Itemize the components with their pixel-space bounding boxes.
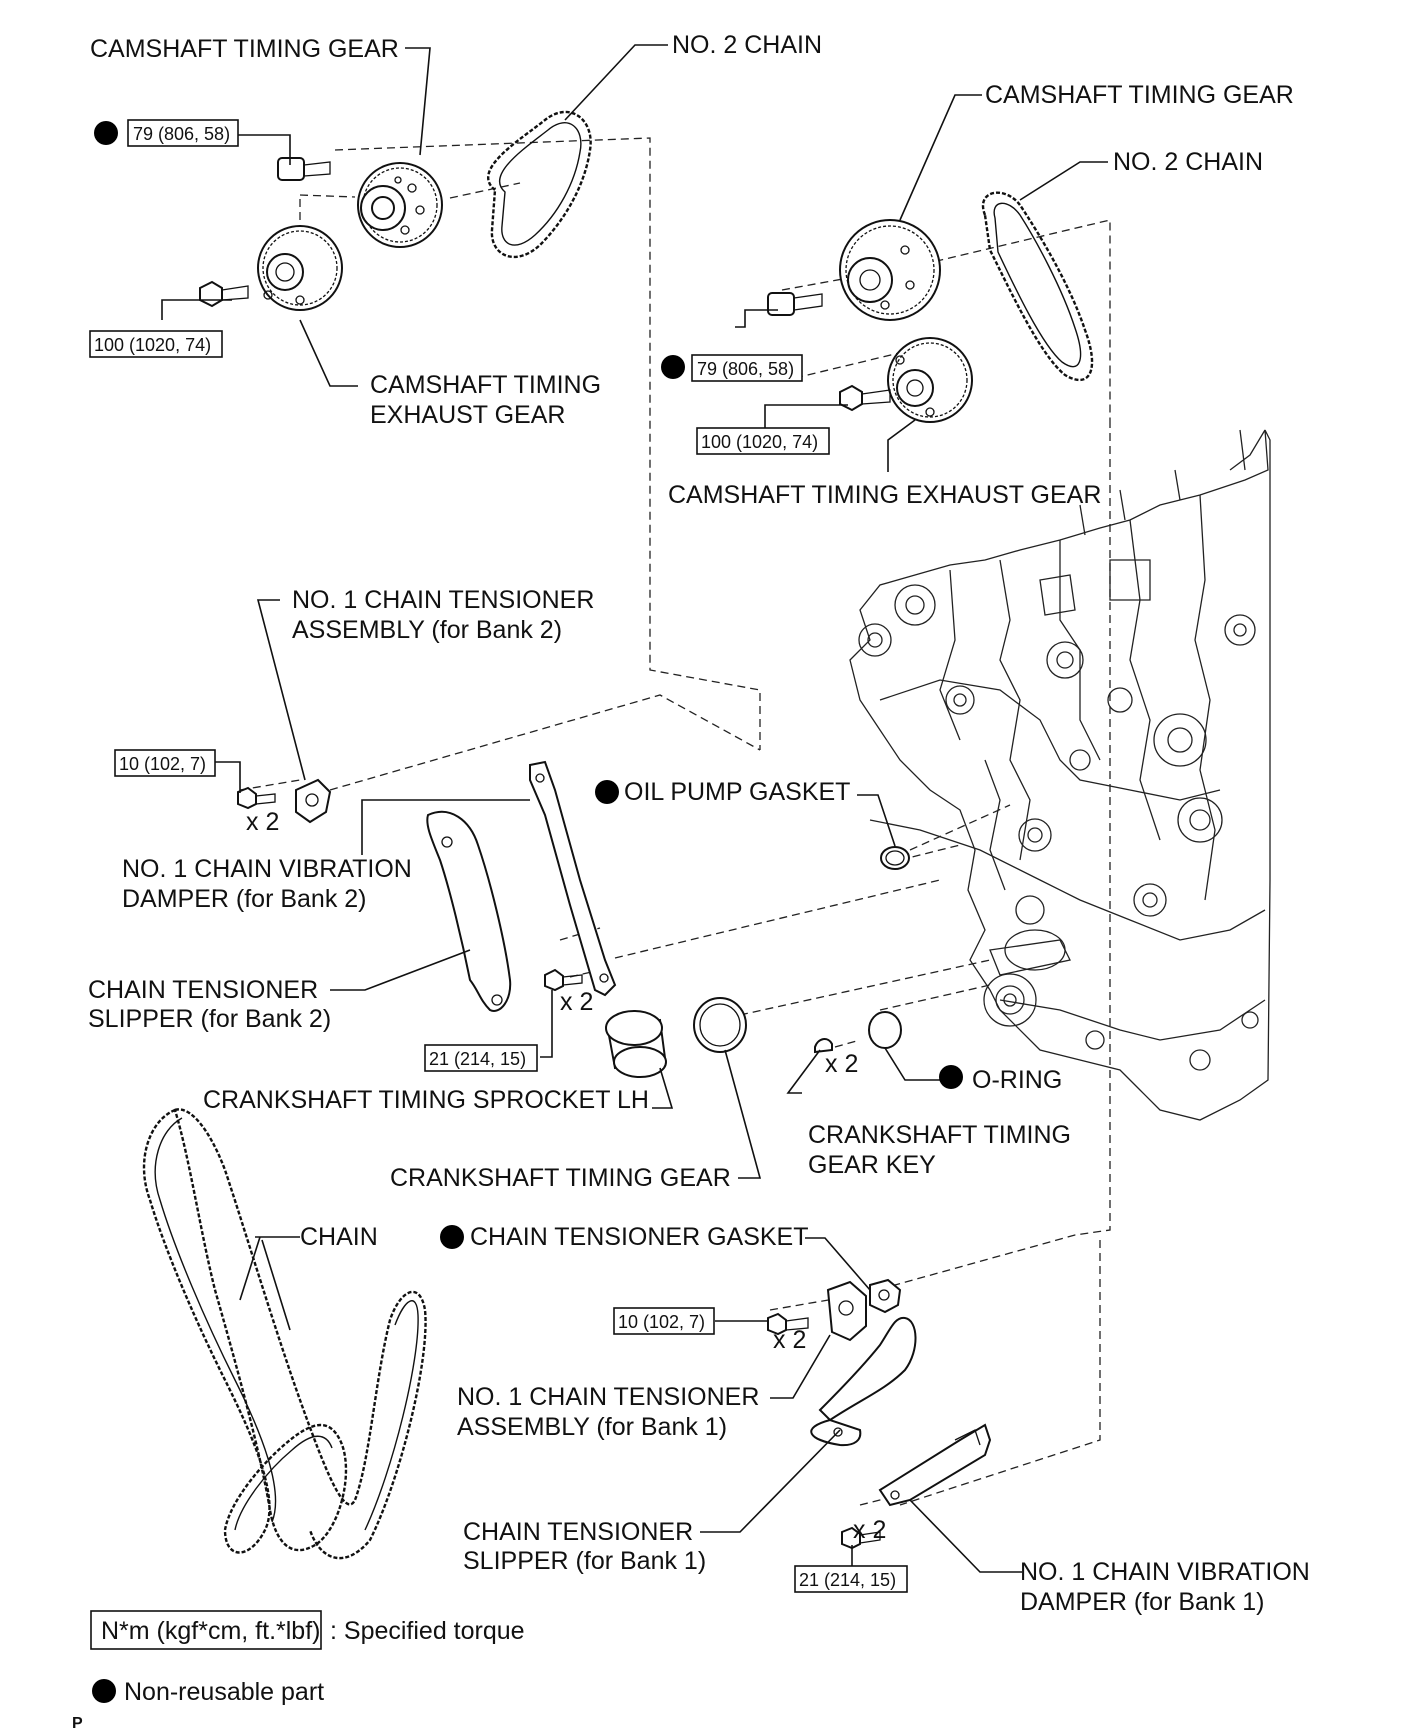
torque-box-exhaust-bolt-2: 100 (1020, 74) xyxy=(696,427,830,455)
quantity-marks: x 2 x 2 x 2 x 2 x 2 xyxy=(246,808,886,1544)
label-crankshaft-sprocket-lh: CRANKSHAFT TIMING SPROCKET LH xyxy=(203,1086,649,1114)
label-crank-key: CRANKSHAFT TIMING xyxy=(808,1121,1071,1149)
torque-box-tensioner-bank2: 10 (102, 7) xyxy=(114,749,216,777)
chain-vibration-damper-bank1 xyxy=(878,1423,992,1507)
crankshaft-timing-gear xyxy=(693,997,747,1053)
torque-callouts: 79 (806, 58) 100 (1020, 74) 79 (806, 58)… xyxy=(89,119,908,1593)
oil-pump-gasket xyxy=(880,846,910,870)
label-slipper-bank2: CHAIN TENSIONER xyxy=(88,976,318,1004)
non-reusable-dot xyxy=(939,1065,963,1089)
torque-value: 21 (214, 15) xyxy=(429,1049,526,1069)
footer-mark: P xyxy=(72,1715,83,1732)
camshaft-bolt-top-left xyxy=(277,157,331,181)
qty-damper-bank2: x 2 xyxy=(560,988,593,1016)
chain-tensioner-bank2 xyxy=(295,778,332,824)
non-reusable-dot xyxy=(94,121,118,145)
legend-torque-box-text: N*m (kgf*cm, ft.*lbf) xyxy=(101,1617,320,1645)
label-no2-chain-1: NO. 2 CHAIN xyxy=(672,31,822,59)
label-damper-bank2-line2: DAMPER (for Bank 2) xyxy=(122,885,367,913)
legend-nonreusable-text: Non-reusable part xyxy=(124,1678,324,1706)
torque-box-damper-bank2: 21 (214, 15) xyxy=(424,1044,538,1072)
legend: N*m (kgf*cm, ft.*lbf) : Specified torque… xyxy=(72,1610,525,1732)
label-camshaft-exhaust-gear-1: CAMSHAFT TIMING xyxy=(370,371,601,399)
torque-box-cam-bolt-2: 79 (806, 58) xyxy=(691,354,803,382)
label-damper-bank1: NO. 1 CHAIN VIBRATION xyxy=(1020,1558,1310,1586)
label-oil-pump-gasket: OIL PUMP GASKET xyxy=(624,778,850,806)
camshaft-timing-gear-top-right xyxy=(839,219,941,321)
label-no2-chain-2: NO. 2 CHAIN xyxy=(1113,148,1263,176)
torque-value: 79 (806, 58) xyxy=(133,124,230,144)
no2-chain-top-right xyxy=(981,191,1094,382)
crankshaft-timing-sprocket-lh xyxy=(605,1010,667,1078)
torque-value: 10 (102, 7) xyxy=(618,1312,705,1332)
label-tensioner-bank1-line2: ASSEMBLY (for Bank 1) xyxy=(457,1413,727,1441)
tensioner-bolt-bank2 xyxy=(237,786,276,810)
qty-crank-key: x 2 xyxy=(825,1050,858,1078)
chain-tensioner-slipper-bank2 xyxy=(426,810,512,1012)
exhaust-bolt-top-right xyxy=(839,384,891,412)
engine-block-illustration xyxy=(849,429,1271,1121)
non-reusable-dot xyxy=(440,1225,464,1249)
label-slipper-bank1-line2: SLIPPER (for Bank 1) xyxy=(463,1547,706,1575)
camshaft-bolt-top-right xyxy=(767,292,823,316)
torque-box-cam-bolt-1: 79 (806, 58) xyxy=(127,119,239,147)
qty-tensioner-bank2: x 2 xyxy=(246,808,279,836)
legend-torque-box xyxy=(90,1610,322,1650)
damper-bolt-bank2 xyxy=(544,968,583,992)
damper-bolt-bank1 xyxy=(841,1526,881,1550)
label-tensioner-bank2: NO. 1 CHAIN TENSIONER xyxy=(292,586,594,614)
non-reusable-dot xyxy=(661,355,685,379)
label-slipper-bank2-line2: SLIPPER (for Bank 2) xyxy=(88,1005,331,1033)
torque-value: 10 (102, 7) xyxy=(119,754,206,774)
non-reusable-dot xyxy=(595,780,619,804)
alignment-lines xyxy=(239,137,1111,1506)
o-ring xyxy=(868,1011,902,1049)
torque-value: 100 (1020, 74) xyxy=(701,432,818,452)
torque-value: 79 (806, 58) xyxy=(697,359,794,379)
label-camshaft-timing-gear-1: CAMSHAFT TIMING GEAR xyxy=(90,35,399,63)
no2-chain-top-left xyxy=(487,110,592,259)
camshaft-exhaust-gear-top-left xyxy=(257,225,343,311)
qty-tensioner-bank1: x 2 xyxy=(773,1326,806,1354)
chain-vibration-damper-bank2 xyxy=(529,760,617,997)
crankshaft-timing-gear-key xyxy=(814,1038,833,1054)
legend-torque-text: : Specified torque xyxy=(330,1617,525,1645)
label-camshaft-exhaust-gear-1-line2: EXHAUST GEAR xyxy=(370,401,565,429)
legend-non-reusable-dot xyxy=(92,1679,116,1703)
label-camshaft-exhaust-gear-2: CAMSHAFT TIMING EXHAUST GEAR xyxy=(668,481,1101,509)
chain-tensioner-slipper-bank1 xyxy=(810,1316,917,1447)
tensioner-bolt-bank1 xyxy=(767,1312,809,1336)
label-crankshaft-timing-gear: CRANKSHAFT TIMING GEAR xyxy=(390,1164,731,1192)
label-tensioner-gasket: CHAIN TENSIONER GASKET xyxy=(470,1223,809,1251)
label-damper-bank2: NO. 1 CHAIN VIBRATION xyxy=(122,855,412,883)
label-camshaft-timing-gear-2: CAMSHAFT TIMING GEAR xyxy=(985,81,1294,109)
camshaft-exhaust-gear-top-right xyxy=(887,337,973,423)
label-damper-bank1-line2: DAMPER (for Bank 1) xyxy=(1020,1588,1265,1616)
label-o-ring: O-RING xyxy=(972,1066,1062,1094)
label-tensioner-bank2-line2: ASSEMBLY (for Bank 2) xyxy=(292,616,562,644)
torque-value: 100 (1020, 74) xyxy=(94,335,211,355)
part-labels: CAMSHAFT TIMING GEAR NO. 2 CHAIN CAMSHAF… xyxy=(88,31,1310,1616)
label-slipper-bank1: CHAIN TENSIONER xyxy=(463,1518,693,1546)
qty-damper-bank1: x 2 xyxy=(853,1516,886,1544)
non-reusable-markers xyxy=(94,121,963,1249)
camshaft-timing-gear-top-left xyxy=(357,162,443,248)
label-chain: CHAIN xyxy=(300,1223,378,1251)
chain-tensioner-bank1 xyxy=(826,1280,867,1342)
torque-box-exhaust-bolt-1: 100 (1020, 74) xyxy=(89,330,223,358)
torque-box-tensioner-bank1: 10 (102, 7) xyxy=(613,1307,715,1335)
chain-tensioner-gasket xyxy=(869,1278,902,1314)
label-tensioner-bank1: NO. 1 CHAIN TENSIONER xyxy=(457,1383,759,1411)
torque-box-damper-bank1: 21 (214, 15) xyxy=(794,1565,908,1593)
timing-chain-large xyxy=(142,1108,427,1560)
exhaust-bolt-top-left xyxy=(199,280,249,308)
torque-value: 21 (214, 15) xyxy=(799,1570,896,1590)
label-crank-key-line2: GEAR KEY xyxy=(808,1151,936,1179)
